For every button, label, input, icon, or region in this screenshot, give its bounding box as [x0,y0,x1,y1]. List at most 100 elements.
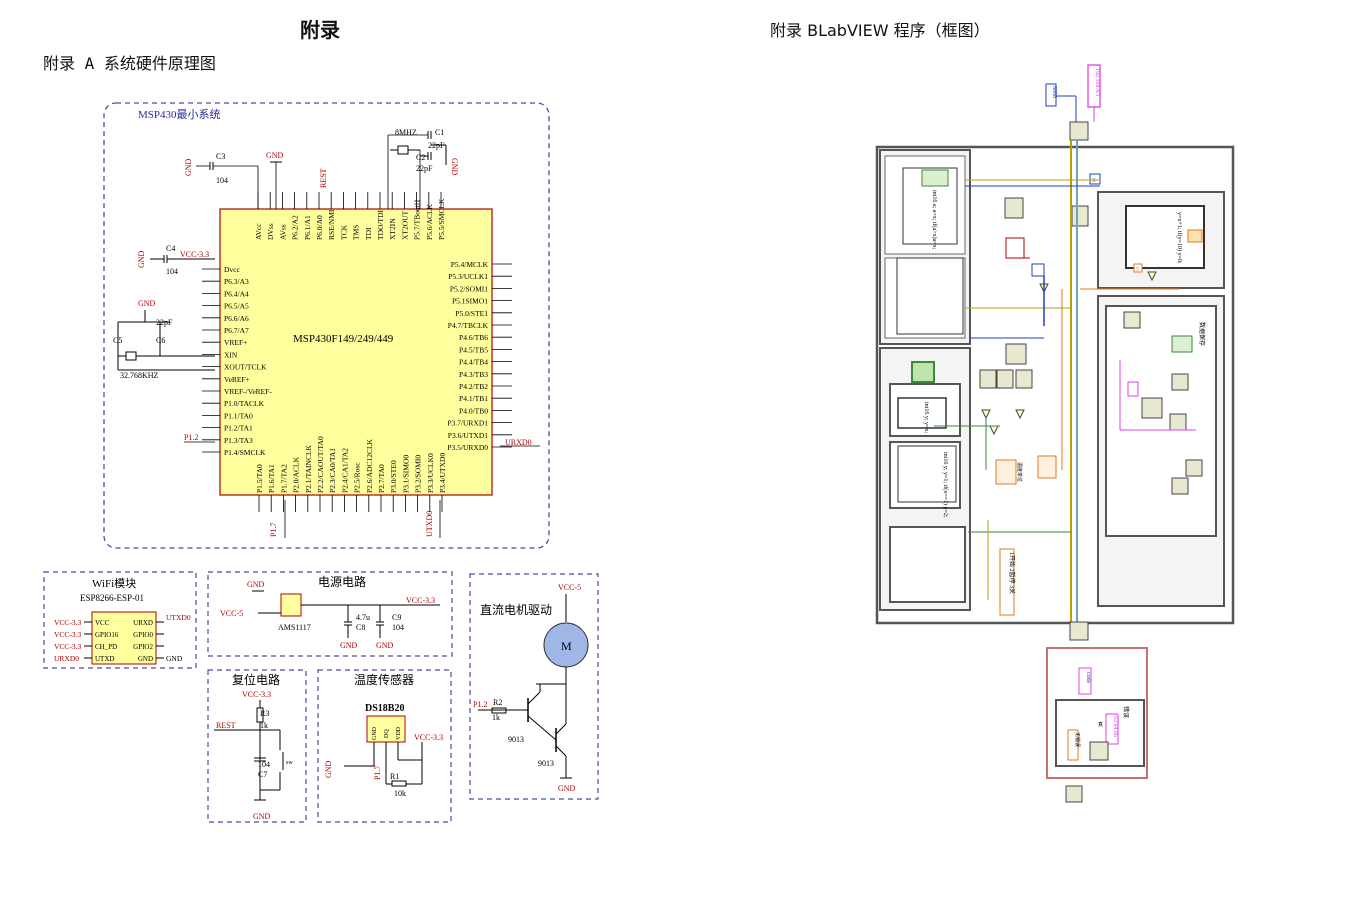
wifi-part: ESP8266-ESP-01 [80,593,144,603]
temp-pin-vdd: VDD [396,726,402,740]
chip-top-pin-label: XT2OUT [400,210,409,240]
chip-right-pin-label: P4.2/TB2 [459,382,488,391]
formula-a-text: int16 a; a=x; if(a>x)a=x; [931,190,938,250]
formula-node-c [897,445,957,503]
chip-bottom-pin-label: P2.4/CA1/TA2 [340,448,349,493]
wifi-net-left: VCC-3.3 [54,618,82,627]
chip-left-pin-label: P1.0/TACLK [224,399,265,408]
urxd0-net: URXD0 [505,438,532,447]
c56-value: 22pF [156,318,173,327]
chip-right-pin-label: P5.3/UCLK1 [448,272,488,281]
chip-top-pin-label: RSE/NMI [327,209,336,240]
utxd0-net: UTXD0 [425,511,434,537]
chip-bottom-pin-label: P3.3/UCLK0 [426,453,435,493]
chip-top-pin-label: TDO/TDI [376,210,385,240]
c5-label: C5 [113,336,122,345]
wifi-module [91,611,157,665]
chip-right-pin-label: P4.1/TB1 [459,394,488,403]
gnd-label-c4: GND [137,250,146,268]
const-five: 5 [1136,267,1139,273]
chip-left-pin-label: P6.7/A7 [224,326,249,335]
mcu-block-title: MSP430最小系统 [138,108,221,121]
chip-top-pin-label: TMS [352,225,361,240]
rest-net: REST [319,168,328,188]
mcu-chip [219,208,493,496]
wifi-title: WiFi模块 [92,577,136,590]
chip-left-pin-label: P6.4/A4 [224,289,249,298]
r2-label: R2 [493,698,502,707]
chip-right-pin-label: P3.5/URXD0 [447,443,488,452]
wifi-frame [43,571,197,669]
power-vout: VCC-3.3 [406,596,435,605]
chip-bottom-pin-label: P2.3/CA0/TA1 [328,448,337,493]
chip-left-pin-label: P1.3/TA3 [224,436,253,445]
r3-value: 1k [260,721,268,730]
chip-right-pin-label: P4.4/TB4 [459,358,488,367]
xtal-lo-label: 32.768KHZ [120,371,159,380]
chip-right-pin-label: P4.0/TB0 [459,406,488,415]
wifi-net-left: VCC-3.3 [54,630,82,639]
chip-right-pin-label: P4.3/TB3 [459,370,488,379]
temp-unit-label: 温度单位 [1016,462,1023,482]
wifi-pin-right: GND [138,655,153,663]
c6-label: C6 [156,336,165,345]
ip-constant-text: 192.168.4.1 [1094,68,1100,97]
reset-frame [207,669,307,823]
c7-value: 104 [258,760,270,769]
data-save-label: 数据保存 [1198,322,1206,346]
ds18b20-sensor [366,715,406,743]
case-true-label: 真 [1098,721,1103,728]
chip-bottom-pin-label: P2.0/ACLK [292,456,301,493]
reset-rest-net: REST [216,721,236,730]
reset-vcc: VCC-3.3 [242,690,271,699]
gnd-label: GND [184,158,193,176]
formula-node-d [897,397,947,429]
motor-m-label: M [561,639,572,653]
chip-left-pin-label: XIN [224,350,238,359]
chip-right-pin-label: P4.5/TB5 [459,345,488,354]
c8-value: 4.7u [356,613,370,622]
chip-left-pin-label: XOUT/TCLK [224,363,267,372]
r1-label: R1 [390,772,399,781]
c4-label: C4 [166,244,175,253]
gnd-label-c56: GND [138,299,156,308]
r2-value: 1k [492,713,500,722]
p17-net: P1.7 [269,523,278,537]
wifi-pin-left: GPIO16 [95,631,119,639]
r3-label: R3 [260,709,269,718]
chip-pins [202,192,512,512]
temp-p17-net: P1.7 [373,766,382,780]
chip-top-pin-label: P6.2/A2 [291,215,300,240]
c3-value: 104 [216,176,228,185]
tcp-close-node [1069,621,1089,641]
formula-b-text: y=x+1; if(y=10) y=0; [1176,212,1183,264]
wifi-pin-left: UTXD [95,655,114,663]
power-gnd-2: GND [340,641,358,650]
power-reg-name: AMS1117 [278,623,311,632]
gnd-label-xtal: GND [450,158,459,176]
chip-right-pin-label: P3.6/UTXD1 [448,431,488,440]
motor-in-net: P1.2 [473,700,487,709]
wifi-pin-right: URXD [133,619,153,627]
power-vin: VCC-5 [220,609,243,618]
chip-left-pin-label: P6.5/A5 [224,302,249,311]
c9-label: C9 [392,613,401,622]
reset-title: 复位电路 [232,672,280,687]
appendix-b-title: 附录 BLabVIEW 程序（框图） [770,21,990,40]
chip-left-pin-label: VREF+ [224,338,247,347]
motor-title: 直流电机驱动 [480,603,552,617]
chip-top-pin-label: TDI [364,227,373,240]
chip-left-pin-label: VREF-/VeREF- [224,387,272,396]
appendix-a-title: 附录 A 系统硬件原理图 [43,54,216,73]
const-three: 3 [1092,178,1095,184]
q1-label: 9013 [508,735,524,744]
chip-bottom-pin-label: P1.5/TA0 [255,464,264,493]
wifi-net-right: GND [166,654,183,663]
chip-bottom-pin-label: P1.6/TA1 [267,464,276,493]
q2-label: 9013 [538,759,554,768]
formula-c-text: int16 y; y=1; if(x==1) y=2; [942,452,949,518]
temp-title: 温度传感器 [354,672,414,687]
chip-right-pin-label: P5.1SIMO1 [452,297,488,306]
error-handler-node [1065,785,1083,803]
